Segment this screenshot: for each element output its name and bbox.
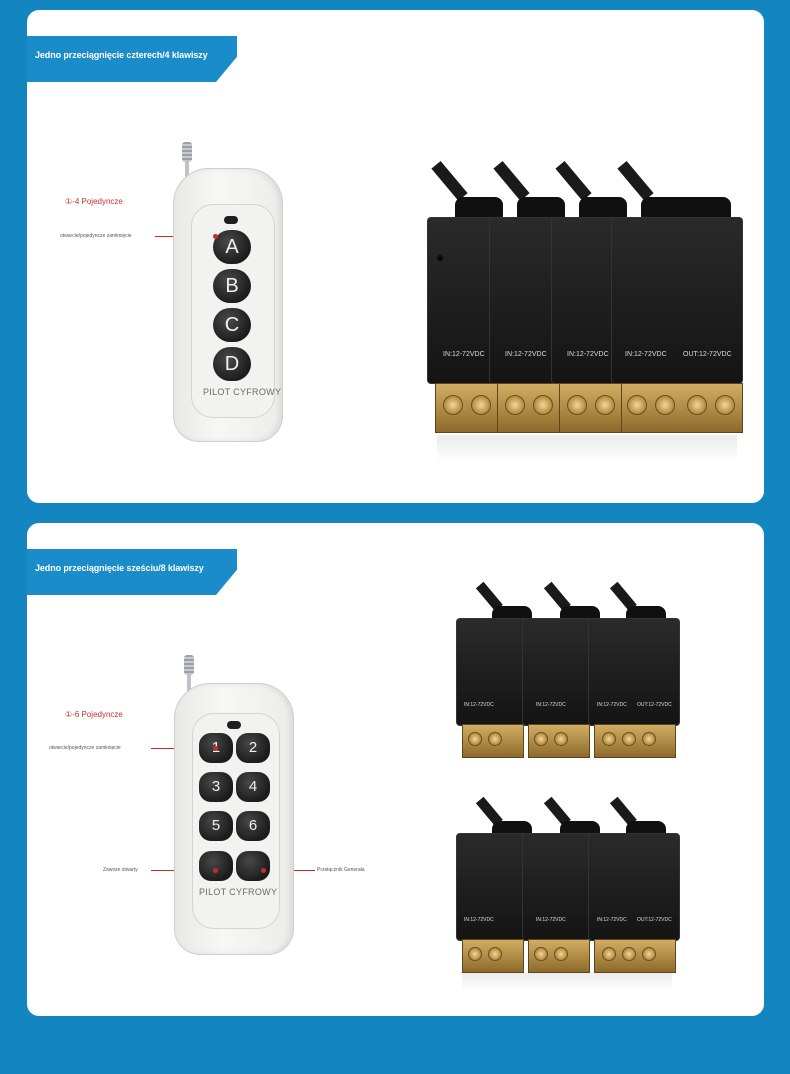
screw-icon [622,947,636,961]
remote-key-6: 6 [236,811,270,841]
remote-brand: PILOT CYFROWY [203,387,282,397]
label-normally-open: Zawsze otwarty [103,867,138,873]
screw-icon [595,395,615,415]
relay-module-body [489,217,561,384]
module-antenna-icon [431,160,468,201]
remote-key-3: 3 [199,772,233,802]
screw-icon [622,732,636,746]
remote-key-5: 5 [199,811,233,841]
relay-module-body [456,833,528,941]
relay-module-group: IN:12-72VDC IN:12-72VDC IN:12-72VDC IN:1… [397,155,743,465]
module-spec-out: OUT:12-72VDC [683,351,732,358]
antenna-icon [184,655,194,675]
relay-module-body [588,833,680,941]
screw-icon [471,395,491,415]
remote-key-2: 2 [236,733,270,763]
relay-module-body [611,217,743,384]
relay-module-body [522,833,594,941]
relay-module-body [456,618,528,726]
screw-icon [642,732,656,746]
screw-icon [488,732,502,746]
remote-control-six-key: 1 2 3 4 5 6 PILOT CYFROWY [170,655,310,955]
module-antenna-icon [555,160,592,201]
screw-icon [655,395,675,415]
screw-icon [715,395,735,415]
remote-brand: PILOT CYFROWY [199,887,278,897]
screw-icon [687,395,707,415]
relay-module-group-top: IN:12-72VDC IN:12-72VDC IN:12-72VDC OUT:… [452,578,682,763]
remote-key-c: C [213,308,251,342]
callout-title: ①-6 Pojedyncze [65,710,123,719]
relay-module-body [588,618,680,726]
remote-key-d: D [213,347,251,381]
remote-key-b: B [213,269,251,303]
screw-icon [554,732,568,746]
screw-icon [505,395,525,415]
module-spec-in: IN:12-72VDC [625,351,667,358]
section-banner: Jedno przeciągnięcie czterech/4 klawiszy [27,36,237,82]
screw-icon [468,732,482,746]
screw-icon [533,395,553,415]
screw-icon [567,395,587,415]
module-spec-in: IN:12-72VDC [505,351,547,358]
screw-icon [627,395,647,415]
screw-icon [602,947,616,961]
antenna-icon [182,142,192,162]
remote-key-4: 4 [236,772,270,802]
section-banner-text: Jedno przeciągnięcie czterech/4 klawiszy [35,50,208,60]
section-banner: Jedno przeciągnięcie sześciu/8 klawiszy [27,549,237,595]
led-indicator [224,216,238,224]
screw-icon [468,947,482,961]
relay-module-body [522,618,594,726]
label-master-switch: Przełącznik Generała [317,867,365,873]
screw-icon [534,732,548,746]
callout-title: ①-4 Pojedyncze [65,197,123,206]
screw-icon [488,947,502,961]
remote-key-master [236,851,270,881]
module-spec-in: IN:12-72VDC [567,351,609,358]
module-antenna-icon [617,160,654,201]
screw-icon [443,395,463,415]
section-banner-text: Jedno przeciągnięcie sześciu/8 klawiszy [35,563,204,573]
screw-icon [534,947,548,961]
product-panel-six-key: Jedno przeciągnięcie sześciu/8 klawiszy … [27,523,764,1016]
module-spec-in: IN:12-72VDC [443,351,485,358]
callout-subtitle: otwarcie/pojedyncze zamknięcie [60,233,132,239]
remote-key-a: A [213,230,251,264]
callout-subtitle: otwarcie/pojedyncze zamknięcie [49,745,121,751]
remote-control-four-key: A B C D PILOT CYFROWY [170,142,310,442]
screw-icon [602,732,616,746]
relay-module-group-bottom: IN:12-72VDC IN:12-72VDC IN:12-72VDC OUT:… [452,793,682,993]
remote-key-normally-open [199,851,233,881]
product-panel-four-key: Jedno przeciągnięcie czterech/4 klawiszy… [27,10,764,503]
module-antenna-icon [493,160,530,201]
screw-icon [642,947,656,961]
screw-icon [554,947,568,961]
led-indicator [227,721,241,729]
